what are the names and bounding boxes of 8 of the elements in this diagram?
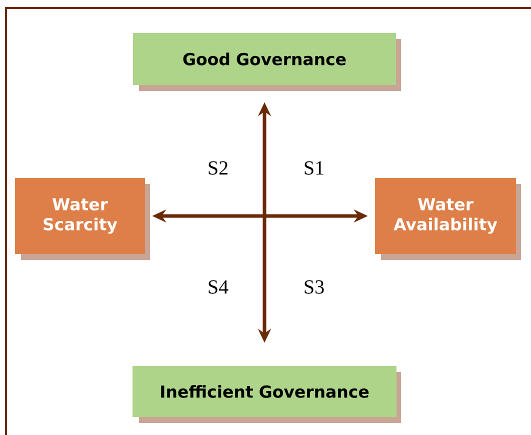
- quadrant-label: S3: [304, 280, 324, 294]
- quadrant-label: S4: [208, 280, 228, 294]
- header-box: Good Governance: [133, 33, 401, 91]
- quadrant-label: S1: [304, 161, 324, 175]
- category-box: Water Scarcity: [15, 178, 150, 260]
- header-box: Inefficient Governance: [132, 366, 401, 423]
- category-box: Water Availability: [375, 178, 521, 260]
- quadrant-label: S2: [208, 161, 228, 175]
